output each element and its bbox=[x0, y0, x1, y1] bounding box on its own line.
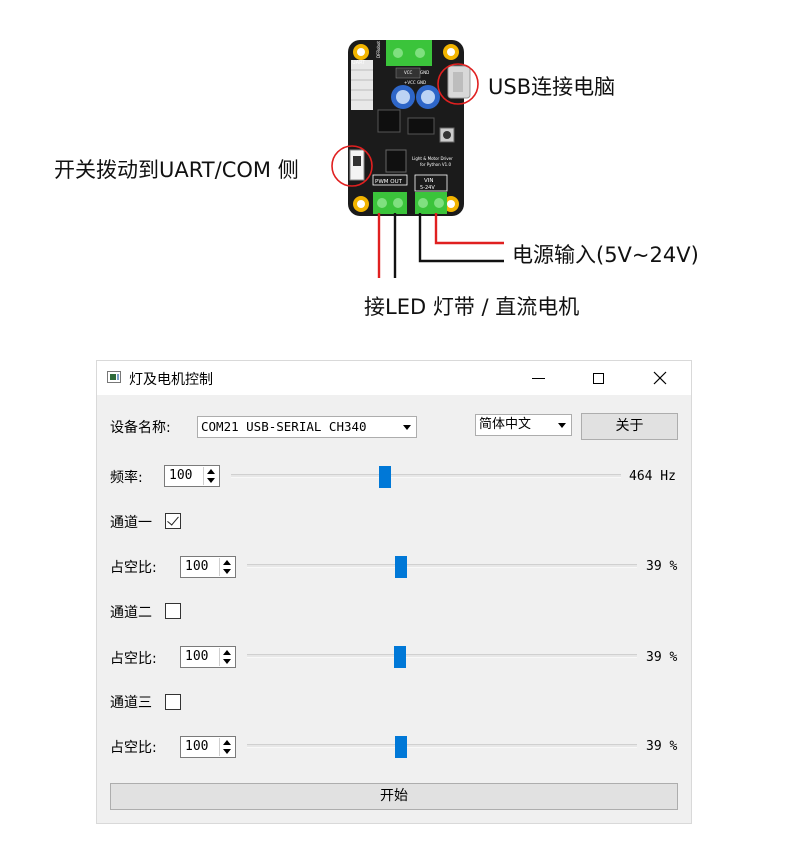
maximize-button[interactable] bbox=[575, 361, 621, 395]
chip bbox=[407, 117, 435, 135]
silk-product-sub: for Python V1.0 bbox=[420, 162, 451, 167]
language-select[interactable]: 简体中文 bbox=[475, 414, 572, 436]
device-select[interactable]: COM21 USB-SERIAL CH340 bbox=[197, 416, 417, 438]
channel-2-duty-spinbox[interactable]: 100 bbox=[180, 646, 236, 668]
power-callout-label: 电源输入(5V~24V) bbox=[512, 243, 699, 267]
window-title: 灯及电机控制 bbox=[129, 372, 213, 388]
close-button[interactable] bbox=[637, 361, 683, 395]
about-button[interactable]: 关于 bbox=[581, 413, 678, 440]
app-icon bbox=[107, 371, 121, 383]
terminal-block-top bbox=[386, 40, 432, 66]
frequency-readout: 464 Hz bbox=[629, 469, 676, 484]
terminal-pwm-out bbox=[373, 192, 407, 214]
channel-3-duty-spinbox[interactable]: 100 bbox=[180, 736, 236, 758]
usb-callout-circle bbox=[437, 63, 479, 105]
channel-2-spin-value: 100 bbox=[185, 649, 209, 664]
silk-product: Light & Motor Driver bbox=[412, 156, 453, 161]
channel-1-label: 通道一 bbox=[110, 515, 152, 531]
channel-1-readout: 39 % bbox=[646, 559, 678, 574]
silk-vcc-gnd: +VCC GND bbox=[404, 80, 426, 85]
spin-up-icon[interactable] bbox=[207, 469, 215, 474]
channel-2-duty-slider[interactable] bbox=[247, 646, 637, 668]
board-pcb bbox=[348, 40, 464, 216]
frequency-spin-value: 100 bbox=[169, 468, 193, 483]
device-select-value: COM21 USB-SERIAL CH340 bbox=[201, 419, 367, 434]
channel-1-duty-label: 占空比: bbox=[110, 560, 157, 576]
usb-callout-label: USB连接电脑 bbox=[488, 75, 616, 99]
language-select-value: 简体中文 bbox=[479, 417, 532, 432]
terminal-vin bbox=[415, 192, 447, 214]
channel-2-duty-label: 占空比: bbox=[110, 651, 157, 667]
regulator bbox=[385, 149, 407, 173]
silk-vin: VIN bbox=[424, 178, 434, 184]
start-button[interactable]: 开始 bbox=[110, 783, 678, 810]
board-diagram: UART VCC GND +VCC GND DFRobot Light & Mo… bbox=[0, 0, 790, 340]
spin-down-icon[interactable] bbox=[207, 478, 215, 483]
silk-vin-range: 5-24V bbox=[420, 185, 435, 191]
minimize-icon bbox=[531, 377, 545, 379]
silk-pwm-out: PWM OUT bbox=[375, 179, 403, 185]
silk-gnd: GND bbox=[420, 70, 429, 75]
board-illustration: UART VCC GND +VCC GND DFRobot Light & Mo… bbox=[331, 40, 504, 278]
channel-2-readout: 39 % bbox=[646, 650, 678, 665]
spin-up-icon[interactable] bbox=[223, 650, 231, 655]
frequency-spinbox[interactable]: 100 bbox=[164, 465, 220, 487]
wire-power-red bbox=[434, 213, 504, 245]
channel-3-spin-value: 100 bbox=[185, 739, 209, 754]
channel-1-checkbox[interactable] bbox=[165, 513, 181, 529]
channel-3-duty-slider[interactable] bbox=[247, 736, 637, 758]
silk-vin-box bbox=[414, 174, 448, 192]
channel-1-duty-slider[interactable] bbox=[247, 556, 637, 578]
chevron-down-icon bbox=[403, 425, 411, 430]
silk-pwm-box bbox=[372, 174, 408, 186]
device-label: 设备名称: bbox=[110, 420, 171, 436]
spin-down-icon[interactable] bbox=[223, 569, 231, 574]
silk-vcc: VCC bbox=[404, 70, 413, 75]
title-bar[interactable]: 灯及电机控制 bbox=[97, 361, 691, 395]
app-window: 灯及电机控制 设备名称: COM21 USB-SERIAL CH340 简体中文… bbox=[96, 360, 692, 824]
slider-handle[interactable] bbox=[394, 736, 407, 758]
silk-uart: UART bbox=[352, 60, 366, 66]
slider-handle[interactable] bbox=[394, 556, 407, 578]
switch-callout-label: 开关拨动到UART/COM 侧 bbox=[54, 158, 299, 182]
slider-handle[interactable] bbox=[379, 466, 392, 488]
spin-up-icon[interactable] bbox=[223, 740, 231, 745]
maximize-icon bbox=[592, 372, 604, 384]
channel-3-duty-label: 占空比: bbox=[110, 740, 157, 756]
channel-3-label: 通道三 bbox=[110, 695, 152, 711]
close-icon bbox=[653, 371, 667, 385]
channel-3-checkbox[interactable] bbox=[165, 694, 181, 710]
wire-power-black bbox=[418, 213, 504, 263]
channel-1-spin-value: 100 bbox=[185, 559, 209, 574]
channel-3-readout: 39 % bbox=[646, 739, 678, 754]
load-callout-label: 接LED 灯带 / 直流电机 bbox=[364, 295, 580, 319]
chevron-down-icon bbox=[558, 423, 566, 428]
switch-callout-circle bbox=[331, 145, 373, 187]
uart-header bbox=[351, 60, 373, 110]
channel-1-duty-spinbox[interactable]: 100 bbox=[180, 556, 236, 578]
frequency-label: 频率: bbox=[110, 470, 143, 486]
slider-handle[interactable] bbox=[393, 646, 406, 668]
spin-up-icon[interactable] bbox=[223, 560, 231, 565]
frequency-slider[interactable] bbox=[231, 466, 621, 488]
spin-down-icon[interactable] bbox=[223, 749, 231, 754]
silk-brand: DFRobot bbox=[376, 41, 381, 58]
checkmark-icon bbox=[167, 513, 179, 526]
channel-2-label: 通道二 bbox=[110, 605, 152, 621]
spin-down-icon[interactable] bbox=[223, 659, 231, 664]
channel-2-checkbox[interactable] bbox=[165, 603, 181, 619]
minimize-button[interactable] bbox=[515, 361, 561, 395]
chip bbox=[377, 109, 401, 133]
